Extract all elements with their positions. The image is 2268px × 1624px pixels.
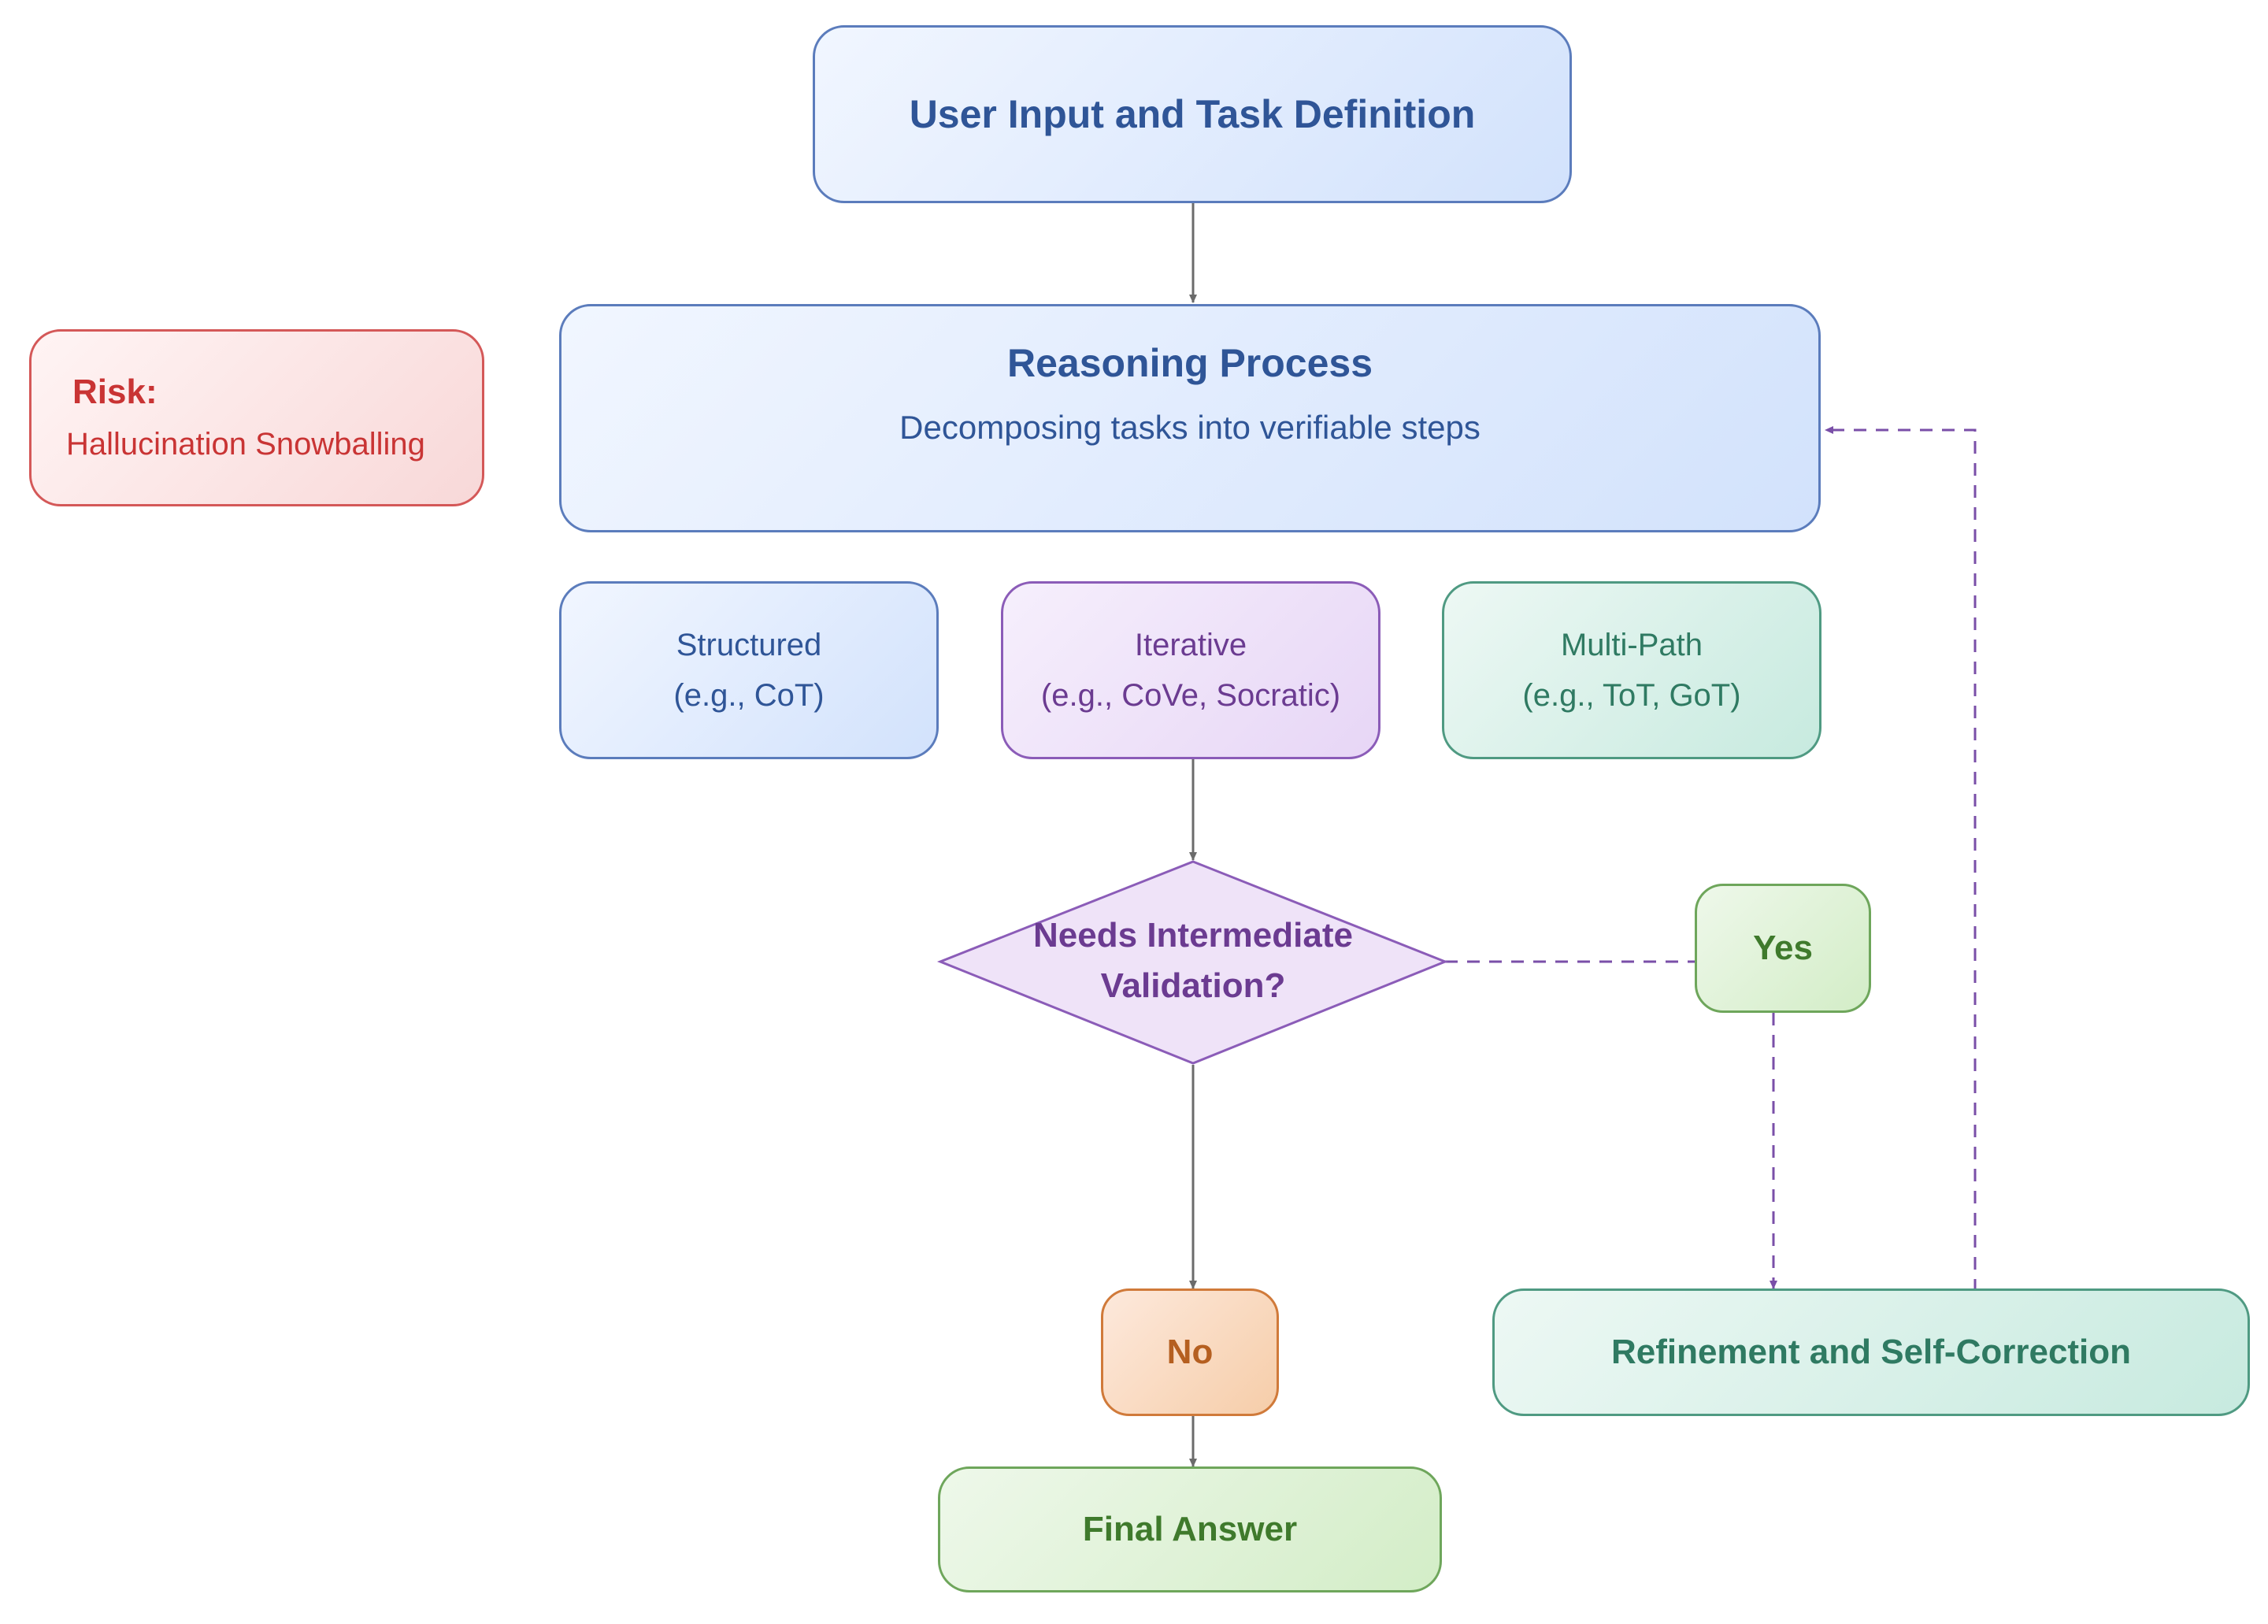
no-label: No [1166, 1333, 1214, 1371]
refinement-title: Refinement and Self-Correction [1610, 1333, 2132, 1371]
risk-node: Risk: Hallucination Snowballing [29, 329, 484, 506]
decision-line2: Validation? [1100, 966, 1286, 1005]
structured-label: Structured [676, 628, 822, 662]
dashed-refinement-loop-to-reasoning [1825, 426, 1977, 1292]
refinement-node: Refinement and Self-Correction [1492, 1288, 2250, 1416]
no-node: No [1101, 1288, 1279, 1416]
multipath-label: Multi-Path [1560, 628, 1703, 662]
reasoning-subtitle: Decomposing tasks into verifiable steps [899, 409, 1480, 446]
yes-label: Yes [1753, 929, 1813, 967]
user-input-node: User Input and Task Definition [813, 25, 1572, 203]
iterative-example: (e.g., CoVe, Socratic) [1040, 678, 1341, 713]
reasoning-title: Reasoning Process [1006, 341, 1373, 385]
decision-line1: Needs Intermediate [1033, 916, 1353, 955]
risk-text: Hallucination Snowballing [66, 426, 425, 462]
final-answer-title: Final Answer [1082, 1510, 1298, 1548]
final-answer-node: Final Answer [938, 1466, 1442, 1592]
risk-title: Risk: [72, 372, 158, 411]
iterative-node: Iterative (e.g., CoVe, Socratic) [1001, 581, 1380, 759]
decision-label: Needs Intermediate Validation? [937, 914, 1449, 1008]
yes-node: Yes [1695, 884, 1871, 1013]
iterative-label: Iterative [1134, 628, 1247, 662]
structured-node: Structured (e.g., CoT) [559, 581, 939, 759]
structured-example: (e.g., CoT) [673, 678, 825, 713]
multipath-example: (e.g., ToT, GoT) [1522, 678, 1741, 713]
user-input-title: User Input and Task Definition [909, 92, 1476, 136]
reasoning-process-node: Reasoning Process Decomposing tasks into… [559, 304, 1821, 532]
multipath-node: Multi-Path (e.g., ToT, GoT) [1442, 581, 1821, 759]
